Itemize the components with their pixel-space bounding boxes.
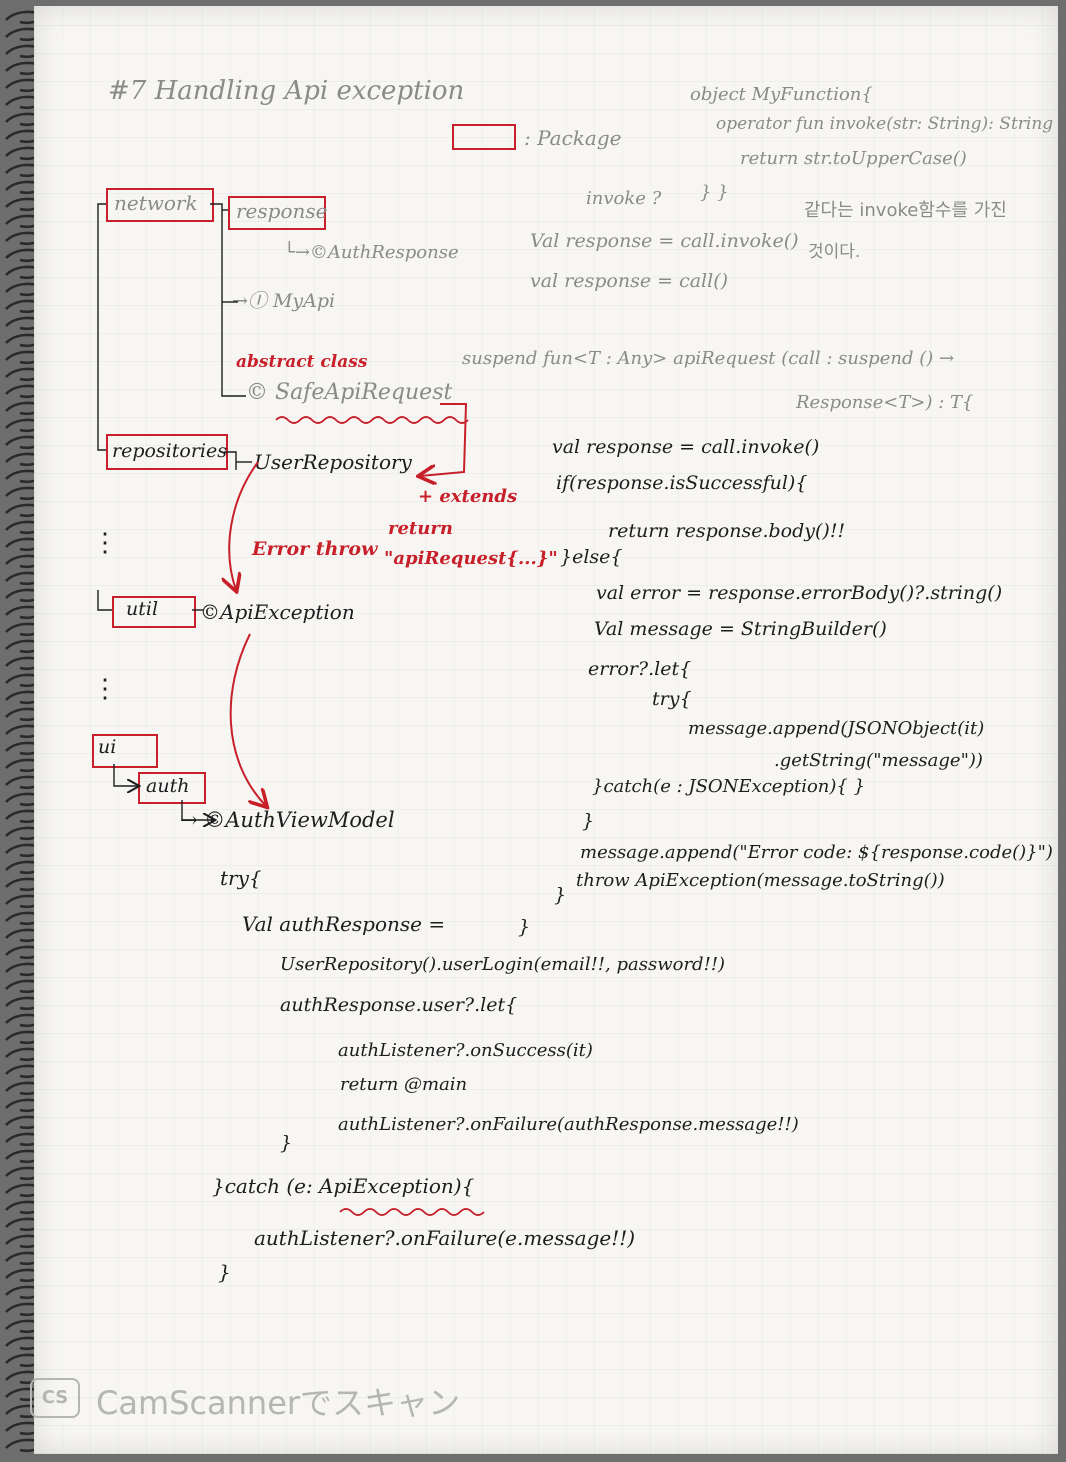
code-line: authListener?.onFailure(authResponse.mes… (338, 1114, 799, 1135)
return-value: "apiRequest{...}" (384, 548, 558, 569)
camscanner-logo-icon: CS (30, 1378, 80, 1418)
code-line: } (582, 810, 595, 832)
note-line: return str.toUpperCase() (740, 148, 967, 169)
notebook-page (34, 6, 1058, 1454)
package-repositories: repositories (112, 440, 227, 462)
note-line: operator fun invoke(str: String): String (716, 114, 1054, 134)
code-line: }else{ (560, 546, 623, 568)
code-line: return response.body()!! (608, 520, 846, 542)
page-title: #7 Handling Api exception (108, 76, 465, 106)
code-line: throw ApiException(message.toString()) (576, 870, 945, 891)
code-line: error?.let{ (588, 658, 692, 680)
class-api-exception: ©ApiException (200, 600, 355, 624)
code-line: .getString("message")) (774, 750, 983, 771)
code-line: } (518, 916, 531, 938)
class-safe-api-request: © SafeApiRequest (246, 380, 453, 405)
ellipsis-dots: ⋮ (92, 674, 118, 704)
code-line: message.append(JSONObject(it) (688, 718, 985, 739)
package-util: util (126, 598, 159, 620)
error-throw-label: Error throw (252, 538, 378, 560)
code-line: val error = response.errorBody()?.string… (596, 582, 1003, 604)
package-response: response (236, 199, 328, 223)
class-auth-viewmodel: → ©AuthViewModel (180, 808, 395, 832)
class-user-repository: UserRepository (254, 450, 412, 474)
package-box-util (112, 596, 196, 628)
class-auth-response: └→©AuthResponse (284, 242, 459, 263)
camscanner-watermark: CamScannerでスキャン (96, 1384, 461, 1422)
code-line: }catch(e : JSONException){ } (592, 776, 866, 797)
code-line: authListener?.onSuccess(it) (338, 1040, 593, 1061)
code-line: message.append("Error code: ${response.c… (580, 842, 1053, 863)
code-line: }catch (e: ApiException){ (212, 1174, 475, 1198)
package-legend-label: : Package (524, 126, 622, 150)
code-line: if(response.isSuccessful){ (556, 472, 808, 494)
code-line: try{ (652, 688, 692, 710)
ellipsis-dots: ⋮ (92, 528, 118, 558)
return-label: return (388, 518, 453, 539)
interface-myapi: →Ⓘ MyApi (232, 290, 336, 312)
package-ui: ui (98, 736, 117, 758)
abstract-class-label: abstract class (236, 352, 368, 372)
code-line: Response<T>) : T{ (796, 392, 974, 413)
code-line: } (280, 1132, 293, 1154)
extends-label: + extends (418, 486, 518, 507)
code-line: val response = call.invoke() (552, 436, 820, 458)
code-line: UserRepository().userLogin(email!!, pass… (280, 954, 726, 975)
package-auth: auth (146, 775, 190, 797)
note-line: val response = call() (530, 270, 729, 292)
code-line: } (554, 884, 567, 906)
code-line: return @main (340, 1074, 468, 1095)
code-line: Val message = StringBuilder() (594, 618, 887, 640)
code-line: } (218, 1260, 231, 1284)
code-line: Val authResponse = (242, 912, 446, 936)
note-line: } } (700, 182, 729, 203)
code-line: suspend fun<T : Any> apiRequest (call : … (462, 348, 955, 369)
code-line: authResponse.user?.let{ (280, 994, 518, 1016)
note-korean: 것이다. (808, 242, 861, 262)
package-legend-box (452, 124, 516, 150)
note-line: object MyFunction{ (690, 84, 873, 105)
note-line: invoke ? (586, 188, 662, 209)
code-line: try{ (220, 866, 262, 890)
code-line: authListener?.onFailure(e.message!!) (254, 1226, 636, 1250)
note-korean: 같다는 invoke함수를 가진 (804, 200, 1007, 221)
note-line: Val response = call.invoke() (530, 230, 799, 252)
package-network: network (114, 191, 198, 215)
